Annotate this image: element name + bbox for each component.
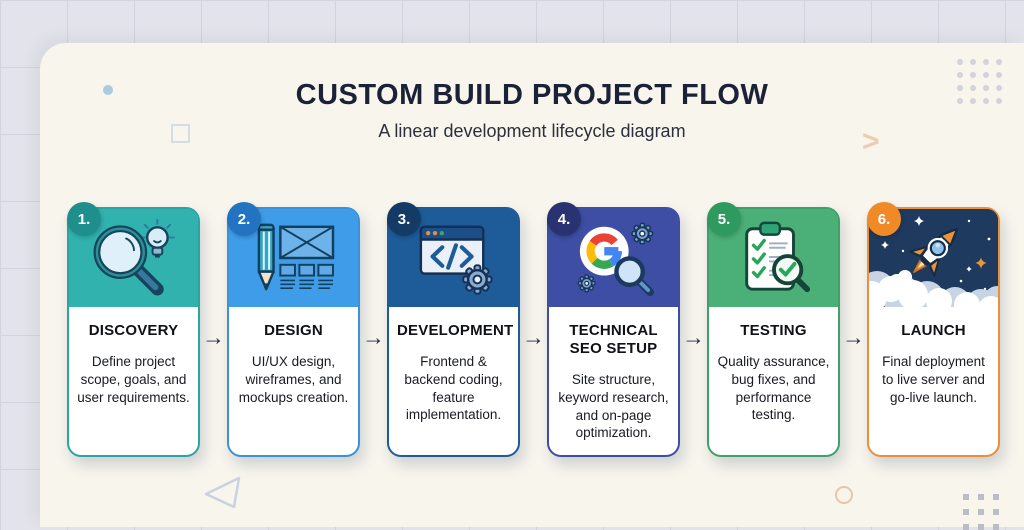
arrow-right-icon: →	[522, 324, 545, 350]
step-icon-slot	[549, 209, 678, 307]
page-title: CUSTOM BUILD PROJECT FLOW	[295, 79, 769, 111]
step-description: Quality assurance, bug fixes, and perfor…	[717, 354, 830, 423]
chevron-right-decoration: >	[862, 125, 880, 158]
step-card: 4.	[547, 202, 680, 457]
step-number-badge: 6.	[867, 202, 901, 236]
step-description: UI/UX design, wireframes, and mockups cr…	[238, 354, 349, 405]
step-icon-slot	[229, 209, 358, 307]
blue-dot-decoration	[103, 85, 113, 95]
square-outline-decoration	[171, 124, 190, 143]
step-title: DEVELOPMENT	[397, 322, 514, 339]
step-title: TESTING	[740, 322, 807, 339]
flow-arrow-cell: →	[680, 207, 707, 351]
step-number-badge: 2.	[227, 202, 261, 236]
step-card-body: DESIGN UI/UX design, wireframes, and moc…	[229, 307, 358, 406]
step-title: DESIGN	[264, 322, 323, 339]
step-card: 3. DEVELOPMENT Frontend & backend	[387, 202, 520, 457]
arrow-right-icon: →	[842, 324, 865, 350]
pencil-wireframe-icon	[257, 223, 334, 291]
flow-arrow-cell: →	[520, 207, 547, 351]
step-card-body: LAUNCH Final deployment to live server a…	[869, 307, 998, 406]
step-card: 2. DESIGN UI/UX design, wireframes, and …	[227, 202, 360, 457]
step-card-body: DEVELOPMENT Frontend & backend coding, f…	[389, 307, 518, 424]
clipboard-check-icon	[744, 221, 810, 293]
step-card: 5. TESTING Quality assurance, bug fixes,…	[707, 202, 840, 457]
step-number-badge: 3.	[387, 202, 421, 236]
step-card: 6.	[867, 202, 1000, 457]
step-icon-slot	[389, 209, 518, 307]
arrow-right-icon: →	[682, 324, 705, 350]
step-number-badge: 1.	[67, 202, 101, 236]
step-icon-slot	[709, 209, 838, 307]
step-card-body: TECHNICAL SEO SETUP Site structure, keyw…	[549, 307, 678, 442]
step-card-header	[69, 209, 198, 307]
flow-row: 1. DISCOVERY Define project scope, goals…	[67, 202, 1000, 457]
step-card: 1. DISCOVERY Define project scope, goals…	[67, 202, 200, 457]
flow-arrow-cell: →	[360, 207, 387, 351]
flow-arrow-cell: →	[840, 207, 867, 351]
step-number-badge: 5.	[707, 202, 741, 236]
dot-grid-decoration	[957, 59, 1002, 104]
flow-arrow-cell: →	[200, 207, 227, 351]
step-title: TECHNICAL SEO SETUP	[569, 322, 658, 357]
page-subtitle: A linear development lifecycle diagram	[378, 121, 686, 141]
google-seo-icon	[577, 222, 654, 297]
step-number-badge: 4.	[547, 202, 581, 236]
step-title: LAUNCH	[901, 322, 966, 339]
step-description: Frontend & backend coding, feature imple…	[404, 354, 503, 423]
step-card-header	[549, 209, 678, 307]
square-grid-decoration	[963, 494, 999, 530]
magnifier-bulb-icon	[93, 219, 175, 296]
triangle-outline-decoration	[204, 476, 241, 509]
arrow-right-icon: →	[202, 324, 225, 350]
circle-outline-decoration	[835, 486, 853, 504]
step-description: Define project scope, goals, and user re…	[77, 354, 190, 405]
step-icon-slot	[69, 209, 198, 307]
diagram-canvas: CUSTOM BUILD PROJECT FLOW A linear devel…	[40, 43, 1024, 530]
arrow-right-icon: →	[362, 324, 385, 350]
step-card-body: TESTING Quality assurance, bug fixes, an…	[709, 307, 838, 424]
diagram-header: CUSTOM BUILD PROJECT FLOW A linear devel…	[40, 79, 1024, 142]
step-card-body: DISCOVERY Define project scope, goals, a…	[69, 307, 198, 406]
step-description: Final deployment to live server and go-l…	[882, 354, 985, 405]
step-title: DISCOVERY	[88, 322, 179, 339]
code-window-icon	[419, 225, 493, 295]
step-description: Site structure, keyword research, and on…	[558, 372, 669, 441]
